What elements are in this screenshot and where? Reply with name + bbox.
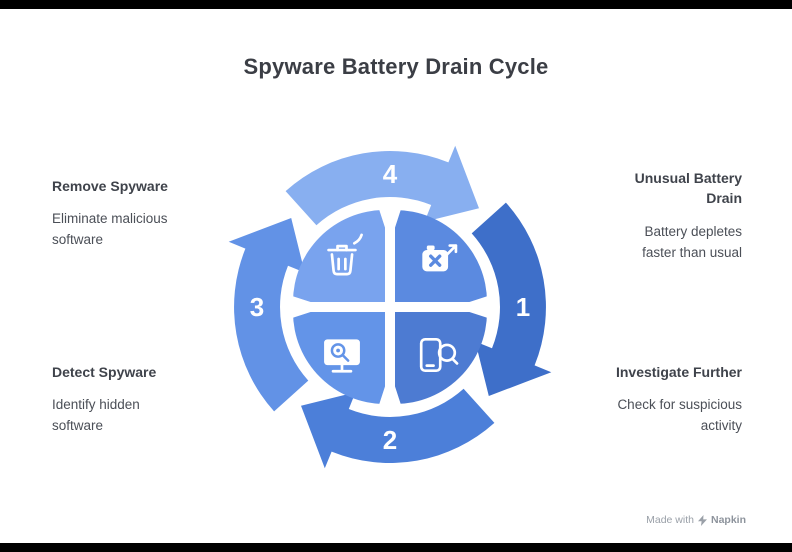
phone-search-icon — [419, 337, 459, 373]
step-2-description: Check for suspicious activity — [617, 397, 742, 434]
battery-drain-icon — [422, 244, 458, 272]
step-4-title: Remove Spyware — [52, 178, 168, 194]
monitor-scan-icon — [324, 339, 360, 373]
watermark-brand: Napkin — [710, 514, 746, 526]
cycle-arrow-2 — [301, 388, 495, 469]
step-number-4: 4 — [383, 159, 398, 189]
cycle-arrow-3 — [228, 218, 309, 412]
diagram-title: Spyware Battery Drain Cycle — [243, 54, 549, 79]
step-4-label: Remove Spyware Eliminate malicious softw… — [52, 176, 186, 251]
step-1-title: Unusual Battery Drain — [634, 170, 742, 207]
top-edge — [0, 0, 792, 9]
step-1-label: Unusual Battery Drain Battery depletes f… — [610, 168, 742, 263]
center-notch — [454, 295, 491, 319]
cycle-diagram: 1 2 3 4 — [228, 145, 552, 469]
watermark-text: Made with — [646, 514, 694, 526]
step-number-1: 1 — [516, 292, 530, 322]
step-1-description: Battery depletes faster than usual — [642, 223, 742, 260]
trash-icon — [327, 233, 363, 276]
napkin-logo-icon — [697, 514, 707, 526]
step-3-label: Detect Spyware Identify hidden software — [52, 362, 178, 437]
center-notch — [289, 295, 326, 319]
center-quadrant-top-left — [293, 210, 385, 302]
center-notch — [378, 371, 402, 408]
step-4-description: Eliminate malicious software — [52, 211, 168, 248]
step-2-title: Investigate Further — [615, 364, 742, 380]
step-number-3: 3 — [250, 292, 264, 322]
cycle-arrow-1 — [471, 202, 552, 396]
watermark: Made with Napkin — [646, 514, 746, 526]
bottom-edge — [0, 543, 792, 552]
step-number-2: 2 — [383, 425, 397, 455]
step-3-title: Detect Spyware — [52, 364, 157, 380]
step-3-description: Identify hidden software — [52, 397, 140, 434]
step-2-label: Investigate Further Check for suspicious… — [590, 362, 742, 437]
cycle-arrow-4 — [285, 145, 479, 226]
center-notch — [378, 206, 402, 243]
